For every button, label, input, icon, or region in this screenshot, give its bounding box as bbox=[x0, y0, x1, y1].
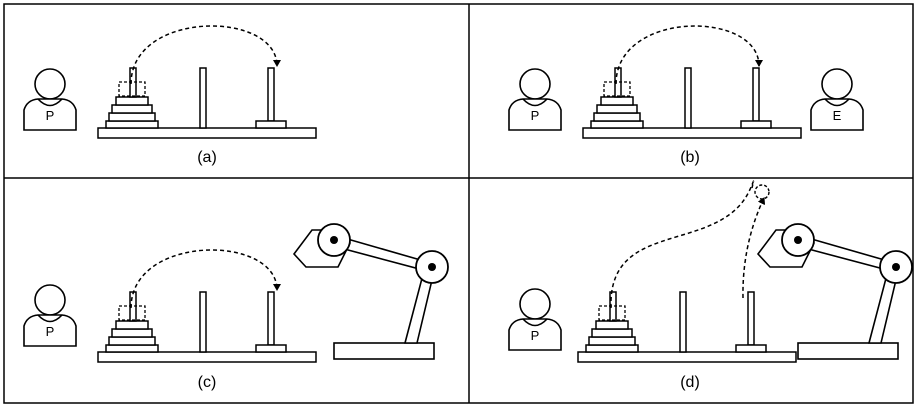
panel-caption: (c) bbox=[198, 374, 217, 391]
second-person-label: E bbox=[833, 108, 842, 123]
person-icon: P bbox=[23, 68, 77, 131]
panel-caption: (a) bbox=[197, 149, 217, 166]
person-icon: E bbox=[810, 68, 864, 131]
panel-a: P (a) bbox=[23, 25, 317, 166]
person-label: P bbox=[46, 108, 55, 123]
person-label: P bbox=[531, 328, 540, 343]
target-circle bbox=[754, 184, 770, 200]
person-icon: P bbox=[508, 68, 562, 131]
person-label: P bbox=[531, 108, 540, 123]
panel-c: P (c) bbox=[23, 223, 449, 391]
panel-b: P E (b) bbox=[508, 25, 864, 166]
panel-d: P (d) bbox=[508, 180, 913, 391]
panel-caption: (d) bbox=[680, 374, 700, 391]
panel-caption: (b) bbox=[680, 149, 700, 166]
dashed-arrow-up bbox=[610, 180, 755, 309]
dashed-arrow bbox=[615, 25, 763, 85]
person-label: P bbox=[46, 324, 55, 339]
person-icon: P bbox=[23, 284, 77, 347]
person-icon: P bbox=[508, 288, 562, 351]
